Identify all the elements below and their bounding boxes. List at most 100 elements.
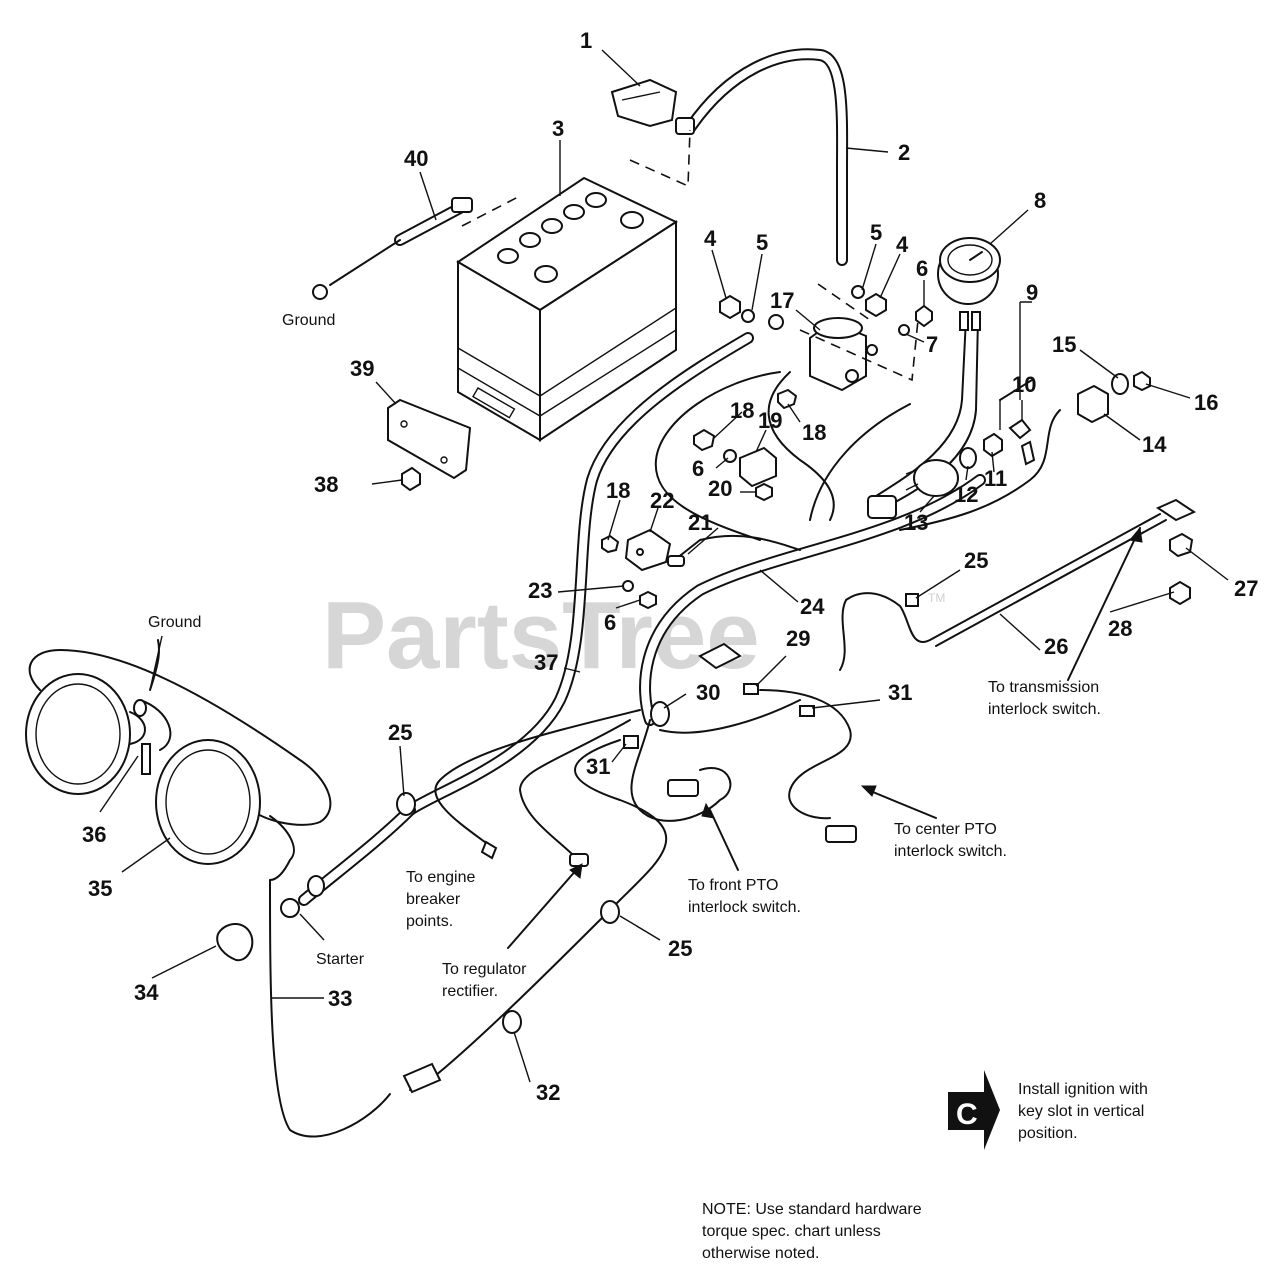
label-engine-2: breaker <box>406 891 461 908</box>
label-starter: Starter <box>316 951 365 968</box>
boot-34 <box>216 923 254 962</box>
label-engine-1: To engine <box>406 869 475 886</box>
callout-10: 10 <box>1012 372 1036 397</box>
assembly-line-1 <box>629 129 691 188</box>
callout-39: 39 <box>350 356 374 381</box>
nut-11 <box>983 432 1003 458</box>
note-bottom-line3: otherwise noted. <box>702 1245 819 1262</box>
assembly-line-17 <box>799 319 919 382</box>
callout-33: 33 <box>328 986 352 1011</box>
callout-38: 38 <box>314 472 338 497</box>
callout-22: 22 <box>650 488 674 513</box>
starter-terminal <box>280 875 325 918</box>
callout-18b: 18 <box>802 420 826 445</box>
callout-6c: 6 <box>604 610 616 635</box>
callout-31b: 31 <box>586 754 610 779</box>
clip-25b <box>396 792 416 816</box>
block-19 <box>739 446 777 488</box>
engine-wire <box>434 709 641 860</box>
callout-numbers: 1 2 3 40 8 4 5 5 4 6 9 17 7 15 16 10 14 … <box>82 28 1258 1105</box>
bolt-27 <box>1169 532 1194 558</box>
callout-37: 37 <box>534 650 558 675</box>
label-regulator-2: rectifier. <box>442 983 498 1000</box>
label-front-pto-2: interlock switch. <box>688 899 801 916</box>
main-harness-24 <box>639 474 986 726</box>
note-c-line2: key slot in vertical <box>1018 1103 1144 1120</box>
callout-8: 8 <box>1034 188 1046 213</box>
callout-18a: 18 <box>730 398 754 423</box>
positive-clamp <box>675 117 695 135</box>
callout-6b: 6 <box>692 456 704 481</box>
clip-25a <box>905 593 919 607</box>
callout-25a: 25 <box>964 548 988 573</box>
leader-lines <box>99 49 1229 1083</box>
front-pto-connector <box>667 779 699 797</box>
battery-caps <box>497 192 644 283</box>
relay-wire <box>899 409 1061 531</box>
note-c-line3: position. <box>1018 1125 1078 1142</box>
note-bottom: NOTE: Use standard hardware torque spec.… <box>702 1201 922 1262</box>
callout-16: 16 <box>1194 390 1218 415</box>
bulb-36 <box>133 699 151 775</box>
clip-25c <box>600 900 620 924</box>
clip-29 <box>743 683 759 695</box>
eyelet-17 <box>768 314 784 330</box>
callout-32: 32 <box>536 1080 560 1105</box>
callout-4b: 4 <box>896 232 909 257</box>
callout-9: 9 <box>1026 280 1038 305</box>
note-c-badge: C <box>956 1098 978 1131</box>
callout-26: 26 <box>1044 634 1068 659</box>
bolt-18a <box>693 428 716 452</box>
switch-22 <box>624 528 672 572</box>
callout-40: 40 <box>404 146 428 171</box>
key-10 <box>1008 418 1036 466</box>
label-center-pto-1: To center PTO <box>894 821 997 838</box>
connector-29 <box>698 642 742 670</box>
callout-18c: 18 <box>606 478 630 503</box>
washer-15 <box>1111 373 1129 395</box>
callout-3: 3 <box>552 116 564 141</box>
note-bottom-line1: NOTE: Use standard hardware <box>702 1201 922 1218</box>
label-center-pto-2: interlock switch. <box>894 843 1007 860</box>
headlight-36 <box>25 673 131 795</box>
callout-5a: 5 <box>756 230 768 255</box>
callout-12: 12 <box>954 482 978 507</box>
bolt-18b <box>777 388 798 410</box>
negative-clamp <box>451 197 473 213</box>
washer-23 <box>622 580 634 592</box>
callout-13: 13 <box>904 510 928 535</box>
note-bottom-line2: torque spec. chart unless <box>702 1223 881 1240</box>
callout-11: 11 <box>984 466 1007 491</box>
washer-7 <box>898 324 910 336</box>
connector-26 <box>1155 498 1197 522</box>
relay-14 <box>1077 384 1109 424</box>
pointer-arrows <box>507 526 1143 949</box>
ground-lug <box>312 239 401 300</box>
callout-24: 24 <box>800 594 825 619</box>
nut-4a <box>719 294 741 320</box>
terminal-boot-1 <box>610 78 678 128</box>
gauge-8 <box>937 237 1001 305</box>
callout-6a: 6 <box>916 256 928 281</box>
assembly-line-5 <box>817 283 871 321</box>
label-transmission-2: interlock switch. <box>988 701 1101 718</box>
nut-38 <box>401 466 421 492</box>
callout-17: 17 <box>770 288 794 313</box>
bolt-18c <box>601 534 620 554</box>
nut-4b <box>865 292 887 318</box>
callout-34: 34 <box>134 980 159 1005</box>
fuse-holder-30 <box>650 701 670 727</box>
connector-13 <box>867 495 897 519</box>
label-transmission-1: To transmission <box>988 679 1099 696</box>
callout-5b: 5 <box>870 220 882 245</box>
nut-6a <box>915 304 933 328</box>
nut-6c <box>639 590 657 610</box>
clip-31a <box>799 705 815 717</box>
wire-21 <box>667 534 801 567</box>
nut-20 <box>755 482 773 502</box>
callout-36: 36 <box>82 822 106 847</box>
solenoid-wires <box>654 371 911 541</box>
plug-33 <box>402 1062 442 1094</box>
pto-wires <box>630 689 852 822</box>
